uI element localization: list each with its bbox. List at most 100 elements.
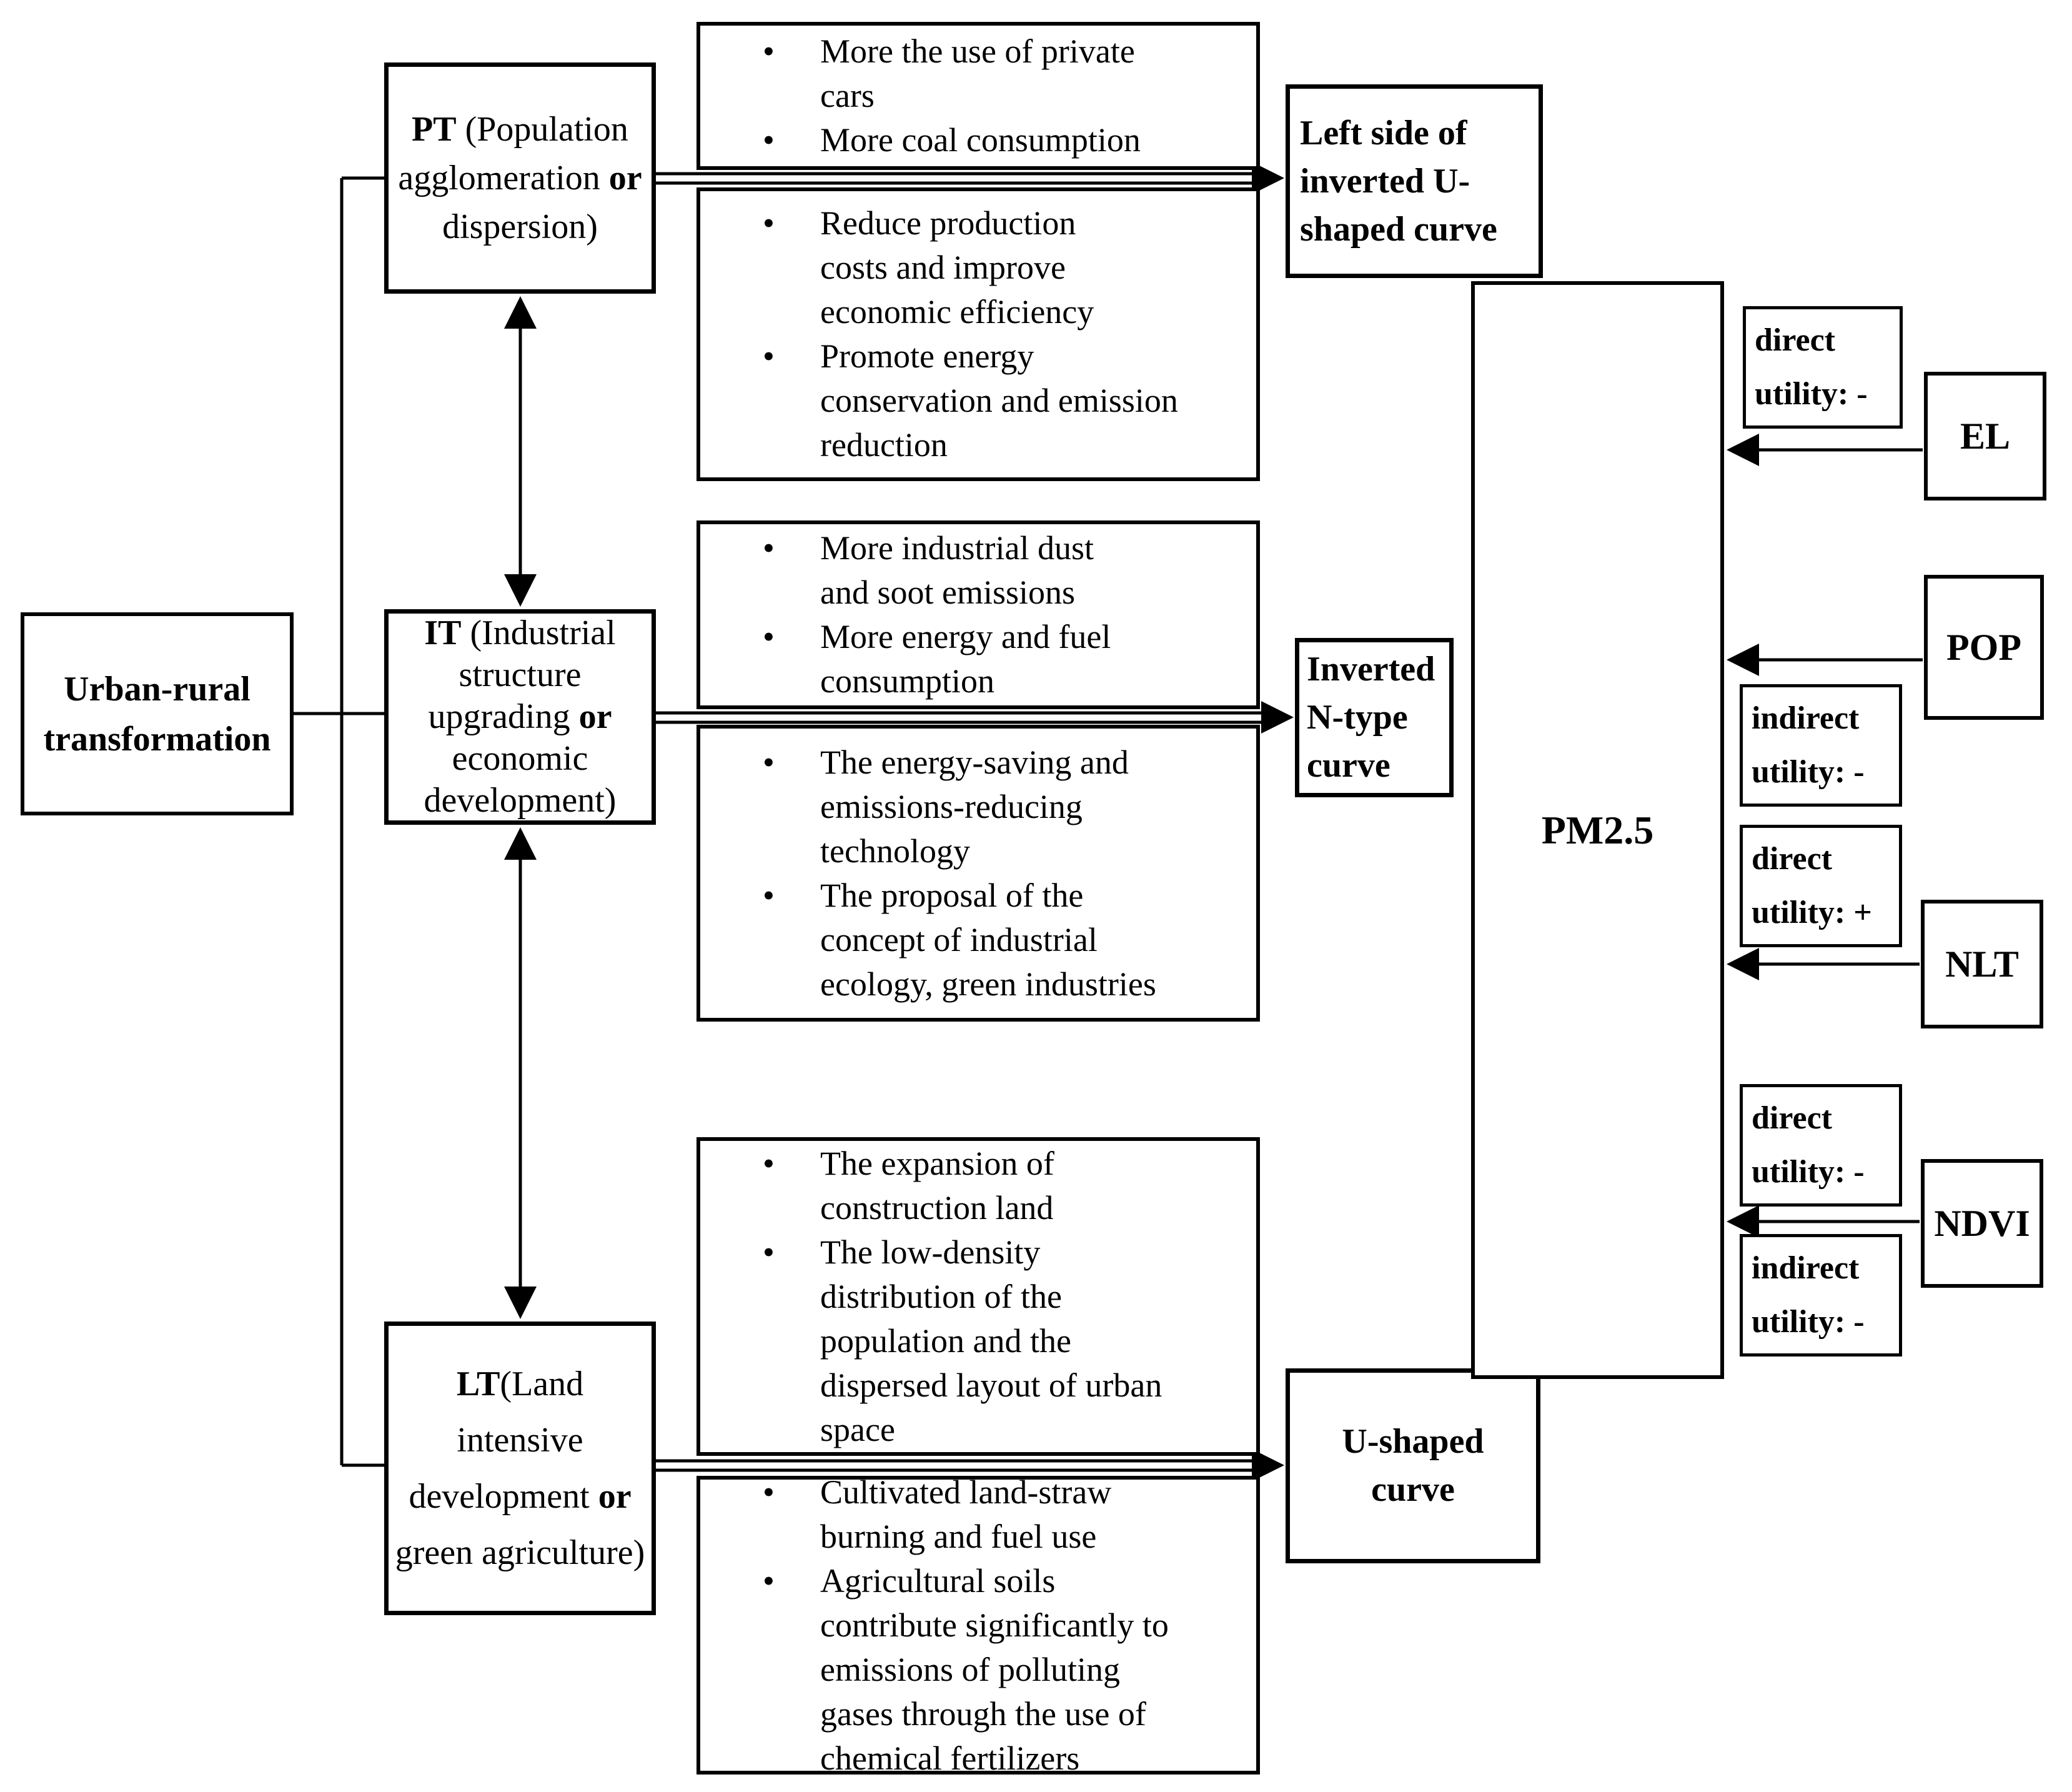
bullet-line: ecology, green industries [820, 965, 1156, 1003]
text-line: indirect [1752, 700, 1860, 736]
text-line: shaped curve [1300, 209, 1497, 249]
arrow-el-to-pm25 [1727, 434, 1923, 466]
bullet-line: concept of industrial [820, 920, 1098, 958]
arrow-it-lt-bidirectional [504, 827, 537, 1319]
bullet-line: population and the [820, 1322, 1071, 1360]
bullet-item: The energy-saving andemissions-reducingt… [700, 740, 1256, 874]
bullet-line: space [820, 1410, 895, 1448]
utility-label: indirect utility: - [1752, 1242, 1899, 1349]
mechanism-box-pt-increase: More the use of privatecarsMore coal con… [696, 22, 1260, 170]
utility-label: direct utility: - [1755, 314, 1900, 421]
bullet-list: The energy-saving andemissions-reducingt… [700, 740, 1256, 1007]
text-line: curve [1371, 1470, 1455, 1509]
node-nlt: NLT [1921, 900, 2043, 1028]
bullet-line: technology [820, 832, 970, 870]
bullet-line: costs and improve [820, 249, 1066, 286]
bullet-line: The expansion of [820, 1144, 1054, 1182]
text-line: utility: - [1752, 754, 1865, 790]
label-segment: green agriculture) [395, 1533, 645, 1572]
arrow-pop-to-pm25 [1727, 644, 1923, 676]
utility-label: indirect utility: - [1752, 692, 1899, 799]
node-label: NDVI [1934, 1202, 2030, 1244]
bullet-line: More energy and fuel [820, 618, 1111, 655]
text-line: direct [1752, 1100, 1832, 1136]
text-line: N-type [1307, 698, 1408, 737]
arrow-it-to-ntype-curve [656, 701, 1294, 734]
label-segment: (Industrial structure upgrading [428, 614, 616, 736]
bullet-line: consumption [820, 662, 994, 700]
utility-box-pop-indirect: indirect utility: - [1740, 684, 1902, 807]
bullet-line: conservation and emission [820, 382, 1178, 419]
text-line: utility: - [1755, 376, 1868, 412]
node-label: PM2.5 [1541, 807, 1654, 852]
mechanism-box-pt-decrease: Reduce production costs and improve econom… [696, 187, 1260, 481]
bullet-line: contribute significantly to [820, 1606, 1169, 1644]
text-line: U-shaped [1342, 1422, 1484, 1461]
node-pm25: PM2.5 [1471, 281, 1724, 1379]
bullet-list: Reduce production costs and improve econom… [700, 201, 1256, 467]
bullet-item: More coal consumption [700, 118, 1256, 162]
bullet-item: More energy and fuel consumption [700, 615, 1256, 704]
label-segment: (Land intensive development [409, 1365, 598, 1516]
arrow-pt-it-bidirectional [504, 296, 537, 607]
bullet-line: The proposal of the [820, 876, 1084, 914]
label-segment: LT [456, 1365, 500, 1403]
text-line: indirect [1752, 1250, 1860, 1286]
text-line: curve [1307, 746, 1390, 785]
node-lt: LT(Land intensive development or green a… [384, 1322, 656, 1615]
bullet-line: chemical fertilizers [820, 1739, 1080, 1777]
bullet-line: Reduce production [820, 204, 1076, 242]
text-line: direct [1752, 841, 1832, 877]
bullet-item: Agricultural soils contribute significant… [700, 1559, 1256, 1781]
bullet-line: gases through the use of [820, 1695, 1146, 1733]
utility-box-el-direct: direct utility: - [1743, 306, 1903, 429]
bullet-line: economic efficiency [820, 293, 1094, 331]
bullet-line: distribution of the [820, 1277, 1062, 1315]
bullet-item: More industrial dust and soot emissions [700, 526, 1256, 615]
utility-box-ndvi-indirect: indirect utility: - [1740, 1234, 1902, 1356]
bullet-line: reduction [820, 426, 948, 464]
label-segment: dispersion) [442, 207, 598, 246]
arrow-nlt-to-pm25 [1727, 948, 1920, 980]
bullet-item: The expansion of construction land [700, 1142, 1256, 1230]
bullet-line: Cultivated land-straw [820, 1473, 1112, 1511]
bullet-line: More coal consumption [820, 121, 1141, 159]
text-line: direct [1755, 322, 1835, 358]
node-pt: PT (Population agglomeration or dispersi… [384, 62, 656, 294]
node-ndvi: NDVI [1921, 1159, 2043, 1288]
arrow-pt-to-left-curve [656, 162, 1284, 194]
bullet-line: dispersed layout of urban [820, 1366, 1162, 1404]
node-label: POP [1946, 626, 2021, 668]
label-segment: (Population agglomeration [398, 110, 628, 197]
label-segment: or [578, 697, 612, 736]
bullet-line: Agricultural soils [820, 1561, 1056, 1600]
text-line: utility: - [1752, 1304, 1865, 1340]
bullet-line: construction land [820, 1188, 1054, 1227]
bullet-item: The proposal of the concept of industrial… [700, 874, 1256, 1007]
bullet-line: and soot emissions [820, 574, 1076, 611]
node-label: LT(Land intensive development or green a… [389, 1356, 652, 1581]
node-pop: POP [1924, 575, 2044, 720]
node-label: EL [1960, 415, 2011, 457]
bullet-line: cars [820, 77, 875, 114]
label-segment: PT [412, 110, 457, 149]
bullet-line: More industrial dust [820, 529, 1094, 567]
bullet-line: The energy-saving and [820, 743, 1129, 781]
text-line: Left side of [1300, 113, 1467, 152]
node-label: Urban-rural transformation [43, 669, 271, 759]
